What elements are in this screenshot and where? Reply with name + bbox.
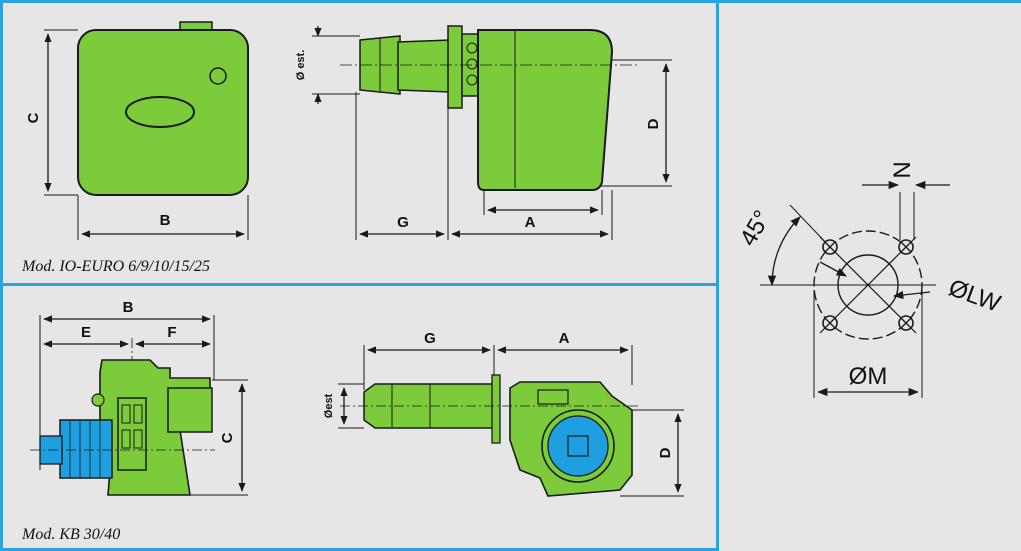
kb-drawing: B E F C: [30, 299, 684, 497]
bolt-hole-icon: [822, 315, 838, 331]
horizontal-divider: [0, 283, 716, 286]
kb-front-right-label: F: [167, 324, 176, 341]
io-side-left-label: G: [397, 214, 409, 231]
io-side-nozzle-label: Ø est.: [295, 50, 307, 81]
kb-side-nozzle-label: Øest: [323, 393, 335, 418]
kb-front-total-label: B: [123, 299, 134, 316]
kb-front-left-label: E: [81, 324, 91, 341]
flange-outer-label: ØM: [849, 363, 888, 390]
io-front-width-label: B: [160, 212, 171, 229]
flange-inner-label: ØLW: [945, 274, 1004, 318]
top-border: [0, 0, 1021, 3]
bottom-border: [0, 548, 716, 551]
kb-side-left-label: G: [424, 330, 436, 347]
motor-icon: [59, 419, 113, 479]
io-euro-side-view: [312, 25, 672, 240]
kb-caption: Mod. KB 30/40: [22, 526, 121, 543]
left-border: [0, 0, 3, 551]
bolt-hole-icon: [898, 239, 914, 255]
kb-side-right-label: A: [559, 330, 570, 347]
kb-side-height-label: D: [657, 447, 674, 458]
flange-slot-label: N: [889, 161, 916, 178]
io-euro-front-view: [44, 21, 249, 240]
kb-front-height-label: C: [219, 432, 236, 443]
kb-front-view: [30, 315, 248, 496]
io-front-height-label: C: [25, 112, 42, 123]
flange-pattern: [760, 180, 950, 398]
front-window-icon: [125, 96, 195, 128]
kb-side-view: [338, 345, 684, 497]
io-euro-drawing: C B: [25, 21, 672, 240]
vertical-divider: [716, 0, 719, 551]
io-side-right-label: A: [525, 214, 536, 231]
reset-button-icon: [209, 67, 227, 85]
flange-angle-label: 45°: [735, 206, 777, 251]
io-side-height-label: D: [645, 118, 662, 129]
io-euro-caption: Mod. IO-EURO 6/9/10/15/25: [22, 258, 210, 275]
bolt-hole-icon: [898, 315, 914, 331]
